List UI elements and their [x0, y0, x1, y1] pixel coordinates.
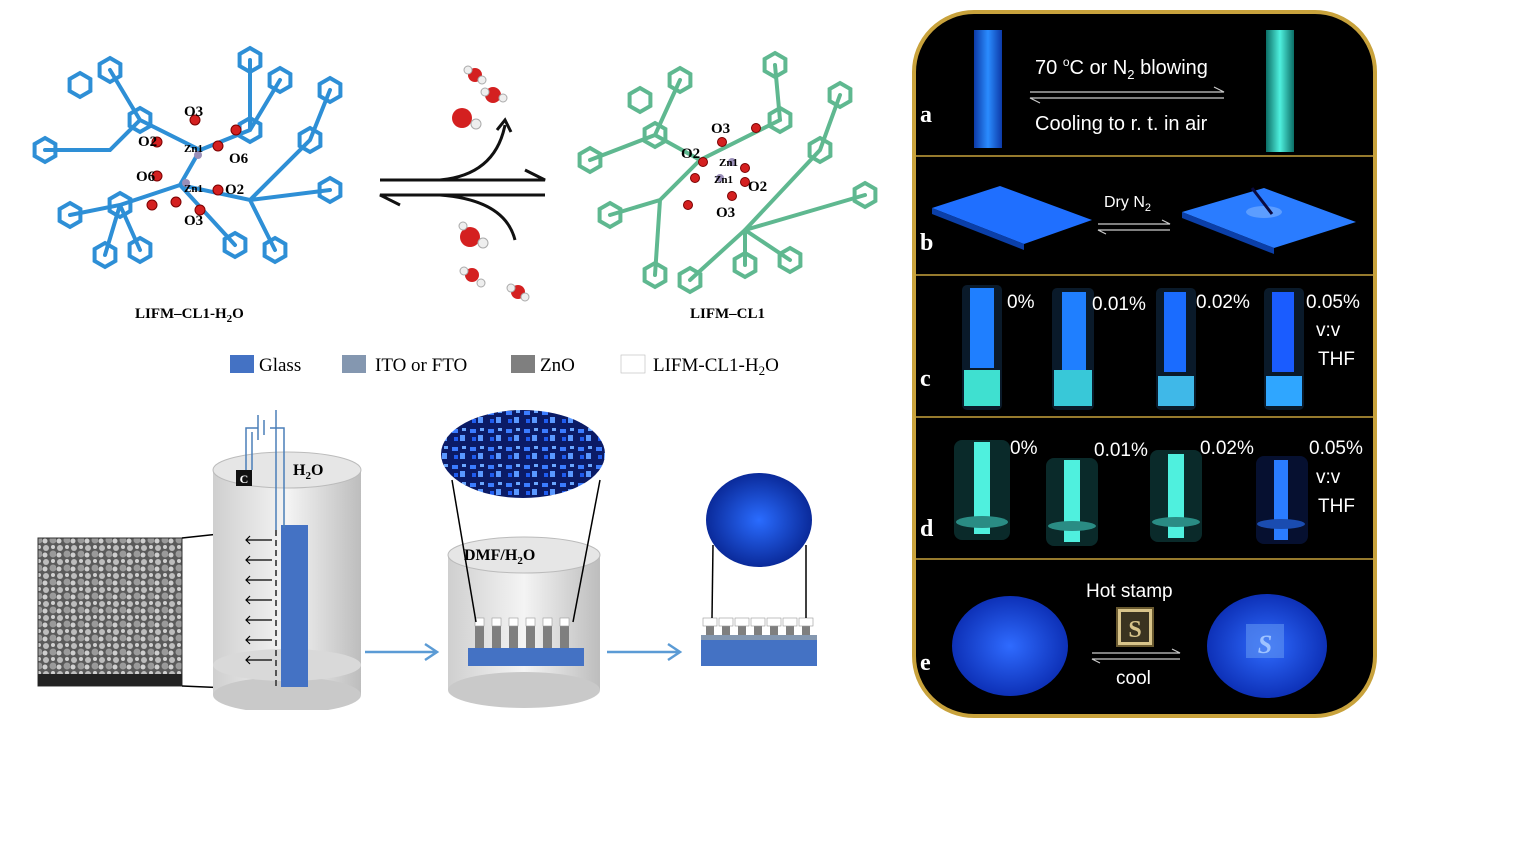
water-molecules	[452, 65, 530, 302]
panel-e-letter: e	[920, 650, 931, 676]
atom-label: O3	[711, 121, 730, 137]
vial-d-1	[954, 440, 1010, 540]
panel-e: S e Hot stamp S cool	[920, 581, 1327, 698]
photo-panel: a 70 oC or N2 blowing Cooling to r. t. i…	[912, 10, 1377, 718]
process-arrow-2	[607, 642, 683, 662]
vial-d-4	[1256, 456, 1308, 544]
counter-electrode	[236, 470, 252, 486]
vial-d-2	[1046, 458, 1098, 546]
legend-swatch-glass	[230, 355, 254, 373]
panel-a: a 70 oC or N2 blowing Cooling to r. t. i…	[920, 30, 1294, 152]
dehydrated-mof-structure	[577, 51, 878, 294]
legend-label-glass: Glass	[259, 355, 301, 376]
atom-label: O3	[184, 213, 203, 229]
fabrication-process-diagram: C H2O DMF/H2O	[37, 410, 817, 710]
panel-d-label-3: 0.05%	[1309, 438, 1363, 459]
panel-a-forward-label: 70 oC or N2 blowing	[1035, 55, 1208, 82]
plate-left	[932, 186, 1092, 244]
panel-d-ratio: v:v	[1316, 467, 1341, 488]
vial-c-2	[1052, 288, 1094, 410]
panel-a-arrows	[1029, 86, 1225, 104]
atom-label: O2	[225, 182, 244, 198]
beaker1-solvent-label: H2O	[293, 462, 323, 482]
left-molecule-title: LIFM–CL1-H2O	[135, 306, 244, 325]
atom-label: O6	[136, 169, 156, 185]
stamped-mark	[1246, 624, 1284, 658]
panel-b-letter: b	[920, 230, 933, 256]
vial-d-3	[1150, 450, 1202, 542]
sem-scale-bar	[38, 674, 182, 686]
panel-b-arrows	[1097, 219, 1171, 235]
panel-c-label-0: 0%	[1007, 292, 1035, 313]
vial-c-1	[962, 285, 1002, 410]
panel-c-ratio: v:v	[1316, 320, 1341, 341]
legend-label-ito: ITO or FTO	[375, 355, 467, 376]
panel-c: c 0% 0.01% 0.02% 0.05% v:v THF	[920, 285, 1360, 410]
panel-d-label-2: 0.02%	[1200, 438, 1254, 459]
atom-label: O2	[748, 179, 767, 195]
disc-before	[952, 596, 1068, 696]
zinc-cluster-left	[146, 114, 242, 216]
beaker2-solvent-label: DMF/H2O	[464, 547, 535, 567]
panel-d-letter: d	[920, 516, 934, 542]
legend-swatch-mof	[620, 354, 646, 374]
panel-a-reverse-label: Cooling to r. t. in air	[1035, 113, 1208, 135]
atom-label: O2	[681, 146, 700, 162]
atom-label: O3	[184, 104, 203, 120]
plate-right	[1182, 188, 1356, 248]
right-molecule-title: LIFM–CL1	[690, 306, 765, 322]
atom-label: O3	[716, 205, 735, 221]
panel-c-label-3: 0.05%	[1306, 292, 1360, 313]
legend: Glass ITO or FTO ZnO LIFM-CL1-H2O	[230, 354, 779, 378]
legend-swatch-zno	[511, 355, 535, 373]
panel-c-letter: c	[920, 366, 931, 392]
panel-b: b Dry N2	[920, 186, 1356, 256]
panel-c-label-2: 0.02%	[1196, 292, 1250, 313]
vial-c-4	[1264, 288, 1304, 410]
atom-label: Zn1	[184, 183, 203, 195]
panel-e-arrows	[1091, 648, 1181, 664]
legend-swatch-ito	[342, 355, 366, 373]
panel-e-forward-label: Hot stamp	[1086, 581, 1173, 602]
zinc-cluster-right	[683, 123, 761, 210]
panel-d-solvent: THF	[1318, 496, 1355, 517]
atom-labels-left: O3 O2 Zn1 O6 O6 Zn1 O2 O3	[136, 104, 249, 229]
vial-cyan	[1266, 30, 1294, 152]
vial-blue	[974, 30, 1002, 148]
electrode-wires	[245, 410, 285, 530]
atom-label: Zn1	[184, 143, 203, 155]
process-arrow-1	[365, 642, 440, 662]
stamp-letter: S	[1128, 617, 1141, 643]
hydrated-mof-structure	[32, 46, 343, 269]
vial-c-3	[1156, 288, 1196, 410]
molecule-scheme: O3 O2 Zn1 O6 O6 Zn1 O2 O3	[32, 46, 878, 325]
micrograph-dark-crystals	[441, 410, 605, 498]
panel-d-label-1: 0.01%	[1094, 440, 1148, 461]
stamped-letter: S	[1258, 630, 1272, 659]
atom-label: Zn1	[714, 174, 733, 186]
glass-substrate	[281, 525, 308, 687]
counter-electrode-label: C	[240, 472, 249, 486]
panel-c-solvent: THF	[1318, 349, 1355, 370]
panel-d-label-0: 0%	[1010, 438, 1038, 459]
electrodeposition-beaker: C H2O	[212, 410, 362, 710]
panel-a-letter: a	[920, 102, 932, 128]
equilibrium-arrows	[379, 117, 546, 241]
atom-labels-right: O3 O2 Zn1 Zn1 O2 O3	[681, 121, 767, 221]
growth-beaker: DMF/H2O	[441, 410, 605, 708]
micrograph-blue-film	[706, 473, 812, 567]
atom-label: O6	[229, 151, 249, 167]
stamp-icon: S	[1116, 607, 1154, 647]
panel-c-label-1: 0.01%	[1092, 294, 1146, 315]
final-film	[701, 473, 817, 666]
panel-d: d 0% 0.01% 0.02% 0.05% v:v THF	[920, 438, 1363, 546]
panel-b-label: Dry N2	[1104, 194, 1151, 214]
deposition-arrows	[245, 535, 272, 665]
legend-label-zno: ZnO	[540, 355, 575, 376]
legend-label-mof: LIFM-CL1-H2O	[653, 355, 779, 378]
atom-label: O2	[138, 134, 157, 150]
atom-label: Zn1	[719, 157, 738, 169]
sem-micrograph	[37, 537, 183, 687]
panel-e-reverse-label: cool	[1116, 668, 1151, 689]
